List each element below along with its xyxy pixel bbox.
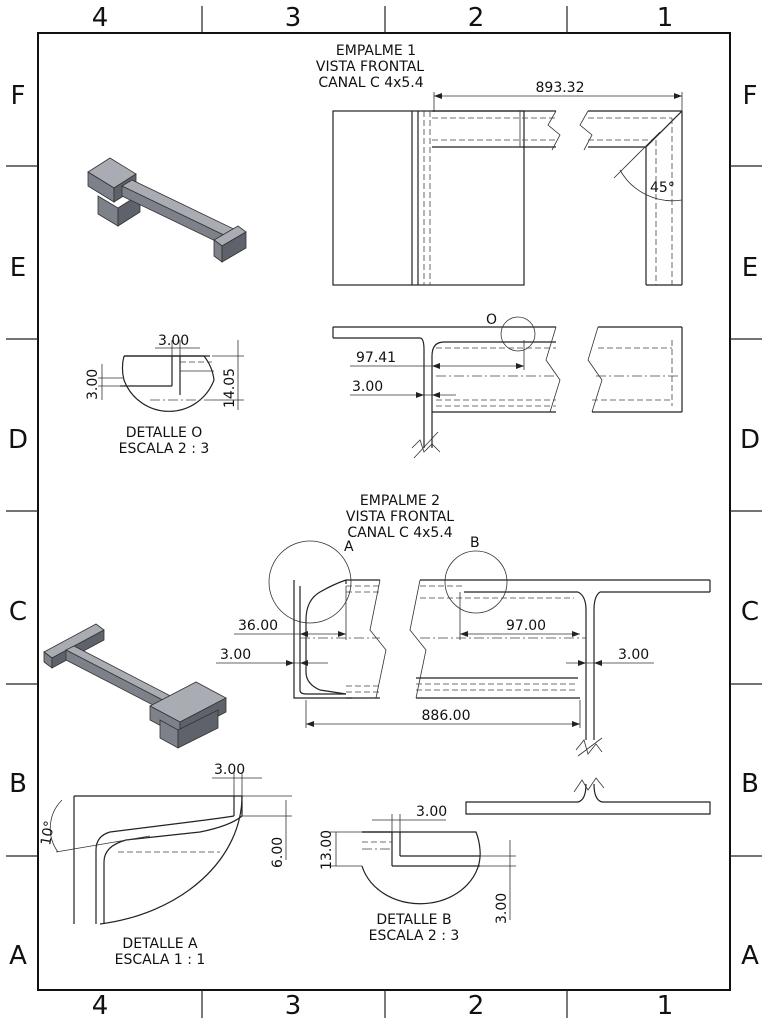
detalle-o-dim-top: 3.00 <box>158 333 189 349</box>
zone-row-b-left: B <box>9 769 27 799</box>
empalme1-title-block: EMPALME 1 VISTA FRONTAL CANAL C 4x5.4 <box>316 43 424 91</box>
empalme2-title: EMPALME 2 <box>360 493 440 509</box>
empalme1-dim-angle: 45° <box>650 180 675 196</box>
detalle-a-view: 3.00 10° 6.00 DETALLE A ESCALA 1 : 1 <box>38 762 292 968</box>
detalle-a-title: DETALLE A <box>122 936 198 952</box>
zone-row-a-left: A <box>9 941 27 971</box>
empalme2-dim-b1: 97.00 <box>506 618 546 634</box>
empalme2-bottom-flange <box>465 777 711 815</box>
zone-row-d-right: D <box>740 425 760 455</box>
zone-row-e-left: E <box>10 253 26 283</box>
detalle-b-dim-top: 3.00 <box>416 804 447 820</box>
empalme2-dim-total: 886.00 <box>422 708 471 724</box>
empalme1-front-view: 893.32 45° <box>332 80 683 286</box>
drawing-frame <box>6 6 762 1018</box>
detalle-a-scale: ESCALA 1 : 1 <box>115 952 206 968</box>
detalle-b-title: DETALLE B <box>376 912 451 928</box>
empalme2-subtitle: VISTA FRONTAL <box>346 509 454 525</box>
empalme2-title-block: EMPALME 2 VISTA FRONTAL CANAL C 4x5.4 <box>346 493 454 541</box>
empalme2-dim-b2: 3.00 <box>618 647 649 663</box>
empalme1-profile: CANAL C 4x5.4 <box>318 75 423 91</box>
zone-row-b-right: B <box>741 769 759 799</box>
detalle-o-scale: ESCALA 2 : 3 <box>119 441 210 457</box>
empalme2-profile: CANAL C 4x5.4 <box>347 525 452 541</box>
zone-row-e-right: E <box>742 253 758 283</box>
empalme1-dim-thickness: 3.00 <box>352 379 383 395</box>
empalme1-callout-o: O <box>486 312 497 328</box>
detalle-o-title: DETALLE O <box>126 425 203 441</box>
empalme2-front-view: A B 36.00 3.00 97.00 3.00 886.00 <box>216 535 711 757</box>
zone-col-3-bottom: 3 <box>285 991 302 1021</box>
zone-labels: 4 3 2 1 4 3 2 1 F E D C B A F E D C B A <box>8 3 760 1021</box>
zone-row-c-left: C <box>9 597 27 627</box>
isometric-view-1 <box>87 157 247 263</box>
detalle-b-view: 3.00 13.00 3.00 DETALLE B ESCALA 2 : 3 <box>319 804 516 944</box>
zone-col-4-top: 4 <box>92 3 109 33</box>
zone-col-4-bottom: 4 <box>92 991 109 1021</box>
zone-row-a-right: A <box>741 941 759 971</box>
detalle-a-dim-top: 3.00 <box>214 762 245 778</box>
empalme1-section-view: O 97.41 3.00 <box>332 312 683 459</box>
empalme2-dim-a1: 36.00 <box>238 618 278 634</box>
empalme1-subtitle: VISTA FRONTAL <box>316 59 424 75</box>
detalle-b-dim-left: 13.00 <box>319 830 335 870</box>
zone-col-1-bottom: 1 <box>657 991 674 1021</box>
detalle-a-dim-side: 6.00 <box>270 837 286 868</box>
detalle-o-dim-left: 3.00 <box>85 369 101 400</box>
zone-col-3-top: 3 <box>285 3 302 33</box>
detalle-b-dim-bottom: 3.00 <box>494 893 510 924</box>
detalle-b-scale: ESCALA 2 : 3 <box>369 928 460 944</box>
empalme2-callout-a: A <box>344 539 354 555</box>
zone-row-f-right: F <box>743 81 758 111</box>
zone-col-2-top: 2 <box>468 3 485 33</box>
zone-row-c-right: C <box>741 597 759 627</box>
detalle-o-dim-height: 14.05 <box>222 368 238 408</box>
detalle-o-view: 3.00 3.00 14.05 DETALLE O ESCALA 2 : 3 <box>85 333 244 457</box>
empalme1-dim-length: 893.32 <box>536 80 585 96</box>
empalme1-dim-offset: 97.41 <box>356 350 396 366</box>
detalle-a-dim-angle: 10° <box>38 819 58 846</box>
zone-col-1-top: 1 <box>657 3 674 33</box>
zone-row-d-left: D <box>8 425 28 455</box>
empalme2-dim-a2: 3.00 <box>220 647 251 663</box>
zone-col-2-bottom: 2 <box>468 991 485 1021</box>
empalme1-title: EMPALME 1 <box>336 43 416 59</box>
isometric-view-2 <box>43 623 227 749</box>
zone-row-f-left: F <box>11 81 26 111</box>
empalme2-callout-b: B <box>470 535 480 551</box>
